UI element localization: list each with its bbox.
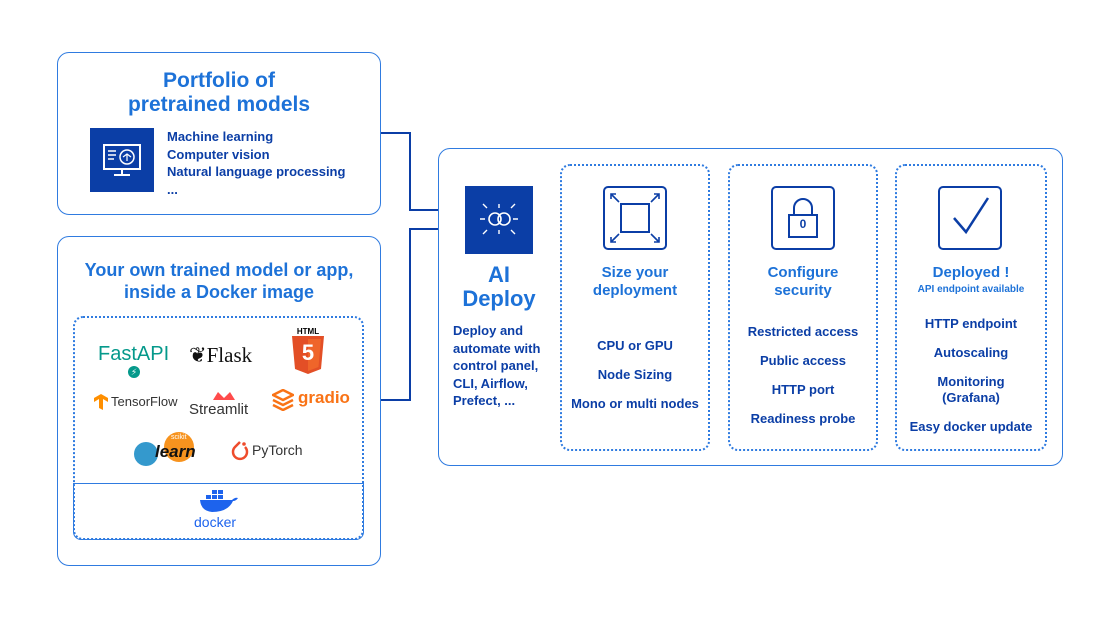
padlock-label: 0 bbox=[799, 217, 807, 231]
ai-deploy-description: Deploy and automate with control panel, … bbox=[453, 322, 540, 410]
description-line: control panel, bbox=[453, 358, 539, 373]
ai-deploy-title: AI Deploy bbox=[440, 263, 558, 311]
description-line: automate with bbox=[453, 340, 541, 356]
monitor-brain-icon bbox=[90, 128, 154, 192]
step-size-title-line2: deployment bbox=[592, 282, 678, 299]
flask-horn-icon: ❦ bbox=[189, 343, 207, 367]
docker-base-box bbox=[73, 483, 364, 540]
step-security-title-line1: Configure bbox=[767, 264, 839, 281]
portfolio-title-line2: pretrained models bbox=[127, 93, 311, 116]
step-deployed-subtitle: API endpoint available bbox=[917, 284, 1025, 295]
html5-label: HTML bbox=[296, 327, 320, 336]
brain-network-icon bbox=[465, 186, 533, 254]
flask-logo: ❦Flask bbox=[189, 343, 252, 368]
pytorch-icon bbox=[231, 440, 249, 462]
list-item: HTTP port bbox=[771, 382, 835, 397]
fastapi-logo: FastAPI bbox=[98, 343, 170, 365]
pytorch-logo: PyTorch bbox=[252, 442, 303, 458]
fastapi-bolt-icon: ⚡ bbox=[128, 366, 140, 378]
docker-whale-icon bbox=[198, 489, 238, 513]
gradio-logo: gradio bbox=[298, 388, 350, 407]
html5-number: 5 bbox=[301, 340, 315, 365]
step-security-title-line2: security bbox=[774, 282, 832, 299]
streamlit-icon bbox=[213, 389, 235, 401]
sklearn-logo: learn bbox=[155, 442, 196, 461]
list-item: Restricted access bbox=[747, 324, 859, 339]
list-item: Natural language processing bbox=[167, 164, 346, 179]
step-size-box bbox=[560, 164, 710, 451]
arrow-portfolio-to-ai bbox=[380, 132, 464, 220]
portfolio-title: Portfolio of pretrained models bbox=[58, 69, 380, 117]
resize-square-icon bbox=[603, 186, 667, 250]
list-item: Computer vision bbox=[167, 146, 270, 162]
list-item: Mono or multi nodes bbox=[571, 396, 699, 411]
list-item: ... bbox=[167, 181, 178, 197]
sklearn-small-label: scikit bbox=[171, 434, 187, 441]
sklearn-icon bbox=[132, 432, 196, 466]
tensorflow-logo: TensorFlow bbox=[111, 394, 178, 409]
ai-deploy-title-line2: Deploy bbox=[462, 286, 536, 311]
list-item: CPU or GPU bbox=[597, 338, 673, 353]
step-size-title-line1: Size your bbox=[601, 264, 669, 281]
flask-label: Flask bbox=[206, 343, 253, 367]
docker-logo: docker bbox=[194, 514, 237, 530]
step-security-list: Restricted access Public access HTTP por… bbox=[730, 324, 876, 440]
portfolio-list: Machine learning Computer vision Natural… bbox=[167, 128, 345, 198]
arrow-own-to-ai bbox=[380, 219, 464, 401]
checkmark-icon bbox=[938, 186, 1002, 250]
description-line: CLI, Airflow, bbox=[453, 375, 528, 391]
step-deployed-list: HTTP endpoint Autoscaling Monitoring (Gr… bbox=[897, 316, 1045, 448]
list-item: Node Sizing bbox=[597, 367, 673, 382]
list-item: Autoscaling bbox=[933, 345, 1009, 360]
portfolio-title-line1: Portfolio of bbox=[163, 69, 275, 92]
description-line: Deploy and bbox=[453, 323, 524, 338]
own-model-title-line1: Your own trained model or app, bbox=[84, 260, 354, 280]
html5-logo: HTML 5 bbox=[290, 327, 326, 375]
list-item: Readiness probe bbox=[750, 411, 856, 426]
portfolio-panel: Portfolio of pretrained models Machine l… bbox=[57, 52, 381, 215]
streamlit-logo: Streamlit bbox=[189, 401, 249, 418]
list-item: Public access bbox=[760, 353, 846, 368]
list-item: Machine learning bbox=[167, 129, 274, 144]
own-model-title-line2: inside a Docker image bbox=[123, 282, 315, 302]
list-item: HTTP endpoint bbox=[924, 316, 1018, 331]
list-item: Monitoring bbox=[937, 374, 1005, 389]
own-model-title: Your own trained model or app, inside a … bbox=[58, 259, 380, 303]
list-item: Easy docker update bbox=[909, 419, 1033, 434]
padlock-icon: 0 bbox=[771, 186, 835, 250]
step-size-list: CPU or GPU Node Sizing Mono or multi nod… bbox=[562, 338, 708, 425]
deploy-panel bbox=[438, 148, 1063, 466]
tensorflow-icon bbox=[94, 394, 108, 410]
step-deployed-title-line1: Deployed ! bbox=[932, 264, 1010, 281]
step-size-title: Size your deployment bbox=[562, 264, 708, 300]
own-model-panel: Your own trained model or app, inside a … bbox=[57, 236, 381, 566]
step-security-box bbox=[728, 164, 878, 451]
step-security-title: Configure security bbox=[730, 264, 876, 300]
gradio-icon bbox=[270, 388, 296, 412]
description-line: Prefect, ... bbox=[453, 393, 516, 408]
ai-deploy-title-line1: AI bbox=[488, 262, 510, 287]
step-deployed-box bbox=[895, 164, 1047, 451]
step-deployed-title: Deployed ! bbox=[897, 264, 1045, 282]
list-item: (Grafana) bbox=[942, 390, 1000, 405]
